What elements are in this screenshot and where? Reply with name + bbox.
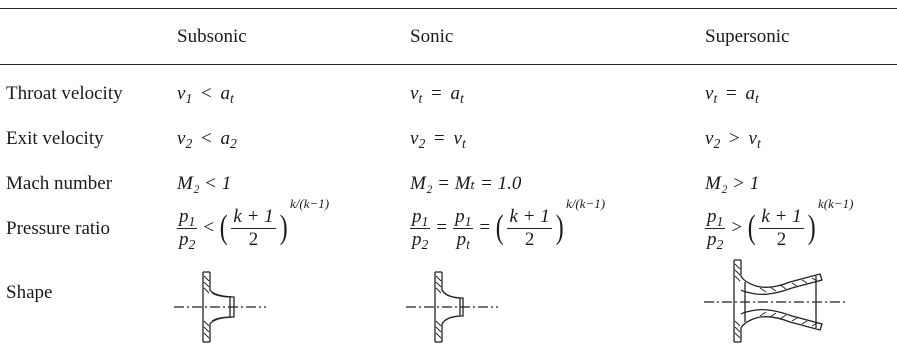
table-header-rule (0, 64, 897, 65)
row-label-throat-velocity: Throat velocity (6, 83, 123, 104)
table-top-rule (0, 8, 897, 9)
cell-sonic-throat-velocity: vt = at (410, 83, 464, 107)
column-header-subsonic: Subsonic (177, 26, 247, 47)
column-header-sonic: Sonic (410, 26, 454, 47)
column-header-supersonic: Supersonic (705, 26, 790, 47)
cell-subsonic-exit-velocity: v2 < a2 (177, 128, 237, 152)
row-label-mach-number: Mach number (6, 173, 113, 194)
cell-supersonic-mach-number: M₂ > 1 (705, 173, 760, 194)
converging-diverging-nozzle-icon (704, 259, 846, 343)
row-label-exit-velocity: Exit velocity (6, 128, 104, 149)
converging-nozzle-icon (406, 271, 498, 343)
cell-subsonic-throat-velocity: v1 < at (177, 83, 234, 107)
row-label-shape: Shape (6, 282, 53, 303)
cell-subsonic-mach-number: M₂ < 1 (177, 173, 232, 194)
cell-supersonic-exit-velocity: v2 > vt (705, 128, 761, 152)
cell-supersonic-throat-velocity: vt = at (705, 83, 759, 107)
cell-sonic-exit-velocity: v2 = vt (410, 128, 466, 152)
converging-nozzle-icon (174, 271, 266, 343)
cell-sonic-mach-number: M₂ = Mₜ = 1.0 (410, 173, 522, 194)
row-label-pressure-ratio: Pressure ratio (6, 218, 110, 239)
